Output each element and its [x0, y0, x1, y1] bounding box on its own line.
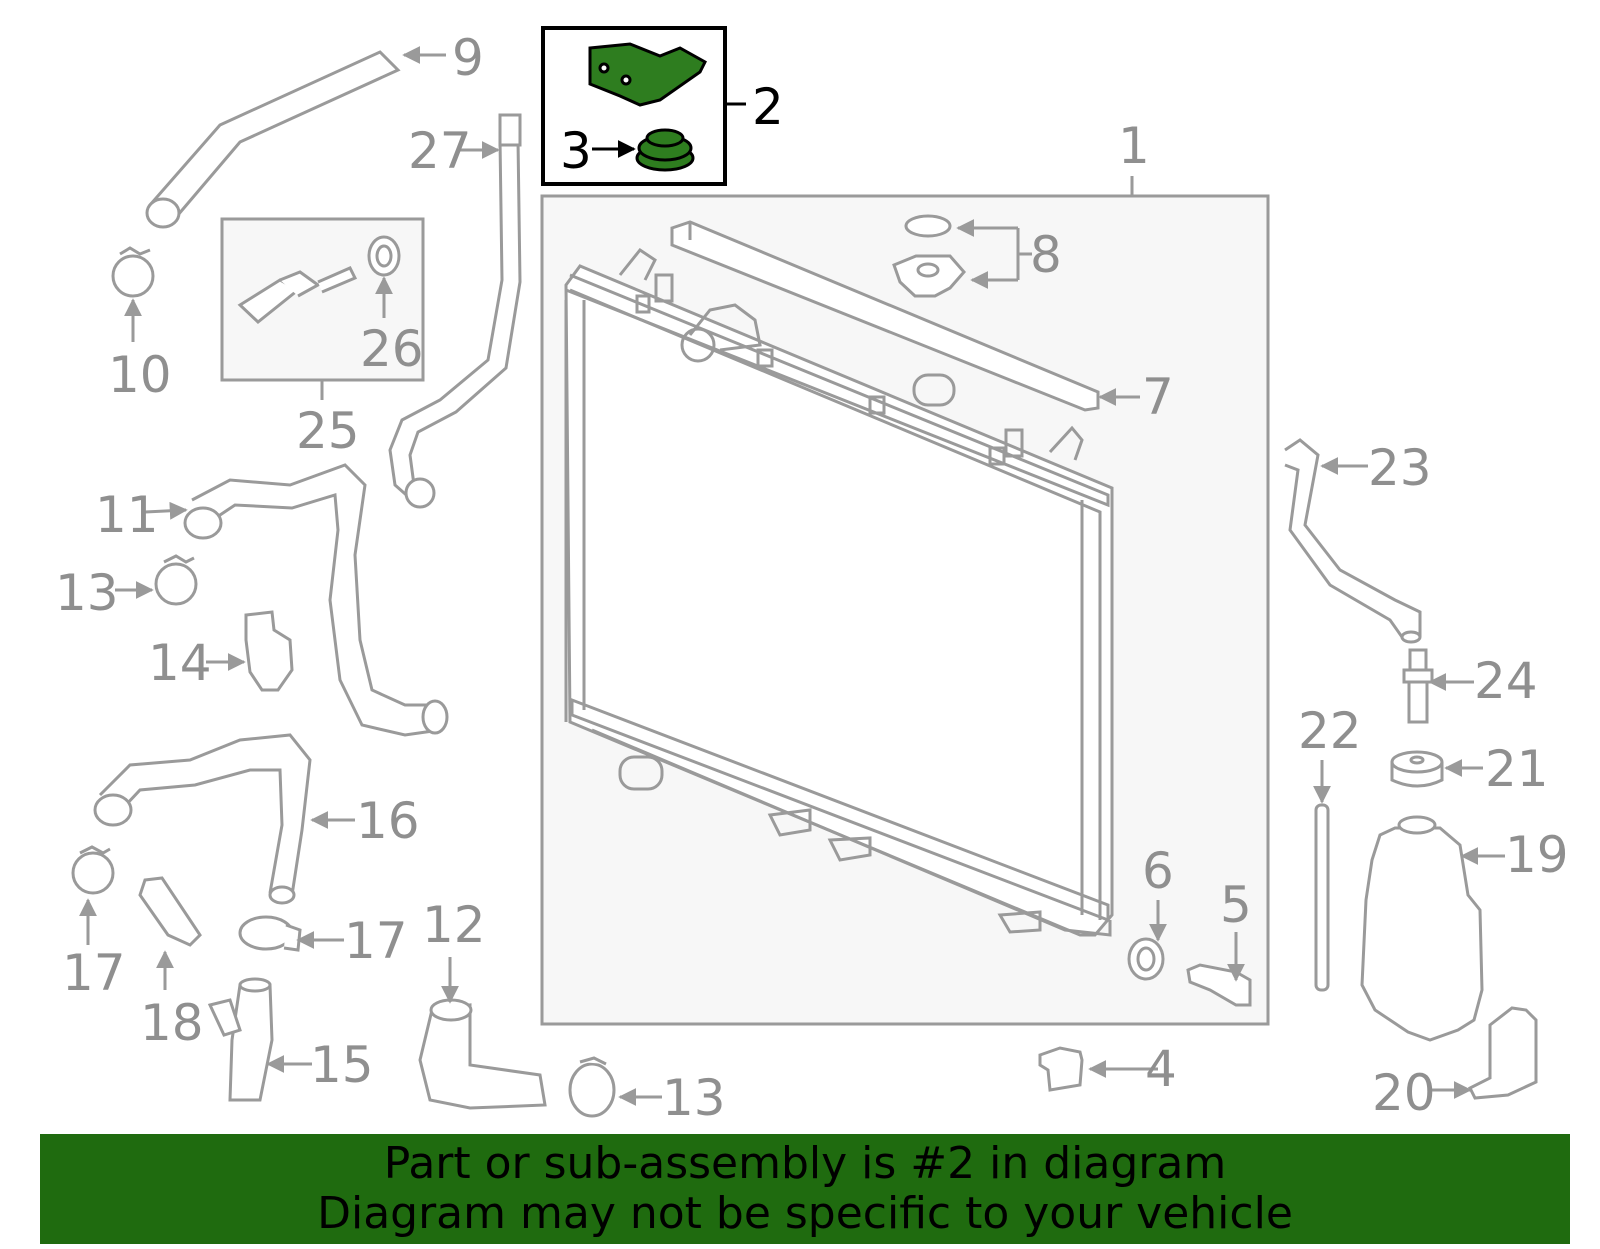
reservoir-19-part	[1360, 815, 1484, 1042]
clamp-17-left-part	[71, 845, 115, 895]
callout-24: 24	[1474, 652, 1538, 710]
callout-18: 18	[140, 994, 204, 1052]
callout-8: 8	[1030, 226, 1062, 284]
callout-20: 20	[1372, 1064, 1436, 1122]
callout-13-lower: 13	[662, 1069, 726, 1127]
callout-2: 2	[752, 78, 784, 136]
grommet-part-highlighted	[635, 128, 695, 172]
callout-26: 26	[360, 320, 424, 378]
hose-16-part	[93, 733, 312, 905]
radiator-cap-part	[892, 214, 966, 298]
clamp-17-right-part	[238, 915, 302, 952]
washer-26-part	[367, 235, 401, 277]
callout-22: 22	[1298, 702, 1362, 760]
callout-16: 16	[356, 792, 420, 850]
clamp-13-upper-part	[154, 554, 198, 606]
banner-line-1: Part or sub-assembly is #2 in diagram	[383, 1138, 1227, 1189]
banner-background	[40, 1134, 1570, 1244]
bracket-20-part	[1467, 1006, 1538, 1100]
callout-15: 15	[310, 1036, 374, 1094]
upper-support-strip-part	[670, 220, 1100, 412]
callout-12: 12	[422, 896, 486, 954]
callout-27: 27	[408, 122, 472, 180]
bushing-part	[1038, 1046, 1084, 1092]
bracket-part-highlighted	[588, 42, 707, 107]
callout-10: 10	[108, 346, 172, 404]
callout-1: 1	[1118, 117, 1150, 175]
radiator-part	[564, 247, 1114, 937]
tube-22-part	[1314, 803, 1330, 992]
info-banner: Part or sub-assembly is #2 in diagram Di…	[40, 1134, 1570, 1244]
pipe-15-part	[207, 977, 274, 1102]
callout-23: 23	[1368, 439, 1432, 497]
callout-11: 11	[95, 486, 159, 544]
callout-21: 21	[1485, 740, 1549, 798]
callout-14: 14	[148, 634, 212, 692]
clamp-13-lower-part	[568, 1056, 616, 1118]
hose-18-part	[138, 876, 202, 947]
clamp-10-part	[111, 246, 155, 298]
hose-23-part	[1284, 438, 1422, 644]
callout-13-upper: 13	[55, 564, 119, 622]
callout-17-right: 17	[344, 912, 408, 970]
hose-11-part	[183, 463, 449, 737]
upper-hose-9-part	[145, 50, 401, 229]
temperature-sensor-part	[237, 266, 358, 324]
callout-25: 25	[296, 402, 360, 460]
callout-6: 6	[1142, 842, 1174, 900]
banner-line-2: Diagram may not be specific to your vehi…	[317, 1188, 1293, 1239]
callout-5: 5	[1220, 876, 1252, 934]
overflow-hose-27-part	[388, 113, 522, 509]
cap-21-part	[1390, 750, 1444, 788]
bracket-14-part	[244, 610, 294, 692]
fitting-24-part	[1402, 648, 1434, 724]
callout-17-left: 17	[62, 944, 126, 1002]
callout-3: 3	[560, 122, 592, 180]
o-ring-part	[1127, 937, 1165, 981]
callout-7: 7	[1142, 368, 1174, 426]
hose-12-part	[418, 998, 547, 1110]
callout-4: 4	[1145, 1040, 1177, 1098]
callout-19: 19	[1505, 826, 1569, 884]
callout-9: 9	[452, 29, 484, 87]
